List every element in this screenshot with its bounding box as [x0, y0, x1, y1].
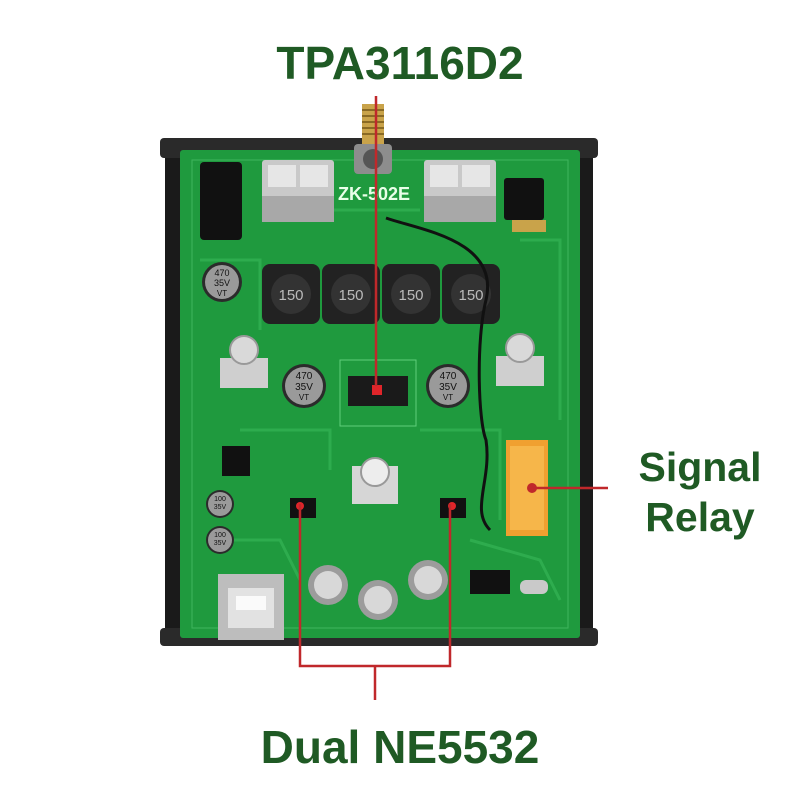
antenna-wire	[385, 216, 492, 532]
rca-jack-left	[308, 565, 348, 605]
inductor-3: 150	[382, 264, 440, 324]
inductor-4-label: 150	[458, 287, 483, 304]
capacitor-470-center-left: 470 35V VT	[282, 364, 326, 408]
relay-callout-dot	[527, 483, 537, 493]
cap-voltage-text: 35V	[214, 504, 227, 511]
sma-connector	[354, 104, 392, 174]
inductor-4: 150	[442, 264, 500, 324]
inductor-1: 150	[262, 264, 320, 324]
relay-callout-line2: Relay	[645, 494, 755, 540]
speaker-terminal-right	[424, 160, 496, 222]
crystal	[520, 580, 548, 594]
opamp-callout: Dual NE5532	[260, 721, 540, 773]
cap-series-text: VT	[217, 289, 227, 298]
chip-marker	[372, 385, 382, 395]
capacitor-470-center-right: 470 35V VT	[426, 364, 470, 408]
capacitor-470-top-left: 470 35V VT	[202, 262, 242, 302]
usb-port	[218, 574, 284, 640]
amplifier-chip-callout: TPA3116D2	[276, 37, 524, 89]
cap-series-text: VT	[299, 393, 309, 402]
cap-value-text: 470	[296, 371, 313, 382]
volume-pot-left	[220, 335, 268, 388]
amplifier-chip-outline	[339, 359, 417, 427]
dc-jack	[200, 162, 242, 240]
cap-voltage-text: 35V	[214, 540, 227, 547]
cap-voltage-text: 35V	[214, 278, 230, 288]
cap-voltage-text: 35V	[439, 382, 457, 393]
audio-jack	[504, 178, 544, 220]
cap-value-text: 470	[440, 371, 457, 382]
audio-jack-pin	[512, 220, 546, 232]
relay-callout-line1: Signal	[638, 444, 762, 490]
inductor-3-label: 150	[398, 287, 423, 304]
pcb-traces	[200, 208, 562, 601]
regulator-ic	[222, 446, 250, 476]
inductor-2: 150	[322, 264, 380, 324]
trim-pot-center	[352, 457, 398, 504]
cap-voltage-text: 35V	[295, 382, 313, 393]
inductor-1-label: 150	[278, 287, 303, 304]
board-model-text: ZK-502E	[338, 184, 410, 204]
rca-jack-right	[408, 560, 448, 600]
cap-value-text: 100	[214, 532, 226, 539]
cap-value-text: 470	[214, 268, 229, 278]
controller-ic	[470, 570, 510, 594]
capacitor-100-lower: 100 35V	[206, 526, 234, 554]
callout-lines	[298, 96, 608, 700]
cap-series-text: VT	[443, 393, 453, 402]
cap-value-text: 100	[214, 496, 226, 503]
speaker-terminal-left	[262, 160, 334, 222]
capacitor-100-upper: 100 35V	[206, 490, 234, 518]
signal-relay-callout: Signal Relay	[610, 442, 790, 542]
volume-pot-right	[496, 333, 544, 386]
rca-jack-center	[358, 580, 398, 620]
inductor-2-label: 150	[338, 287, 363, 304]
